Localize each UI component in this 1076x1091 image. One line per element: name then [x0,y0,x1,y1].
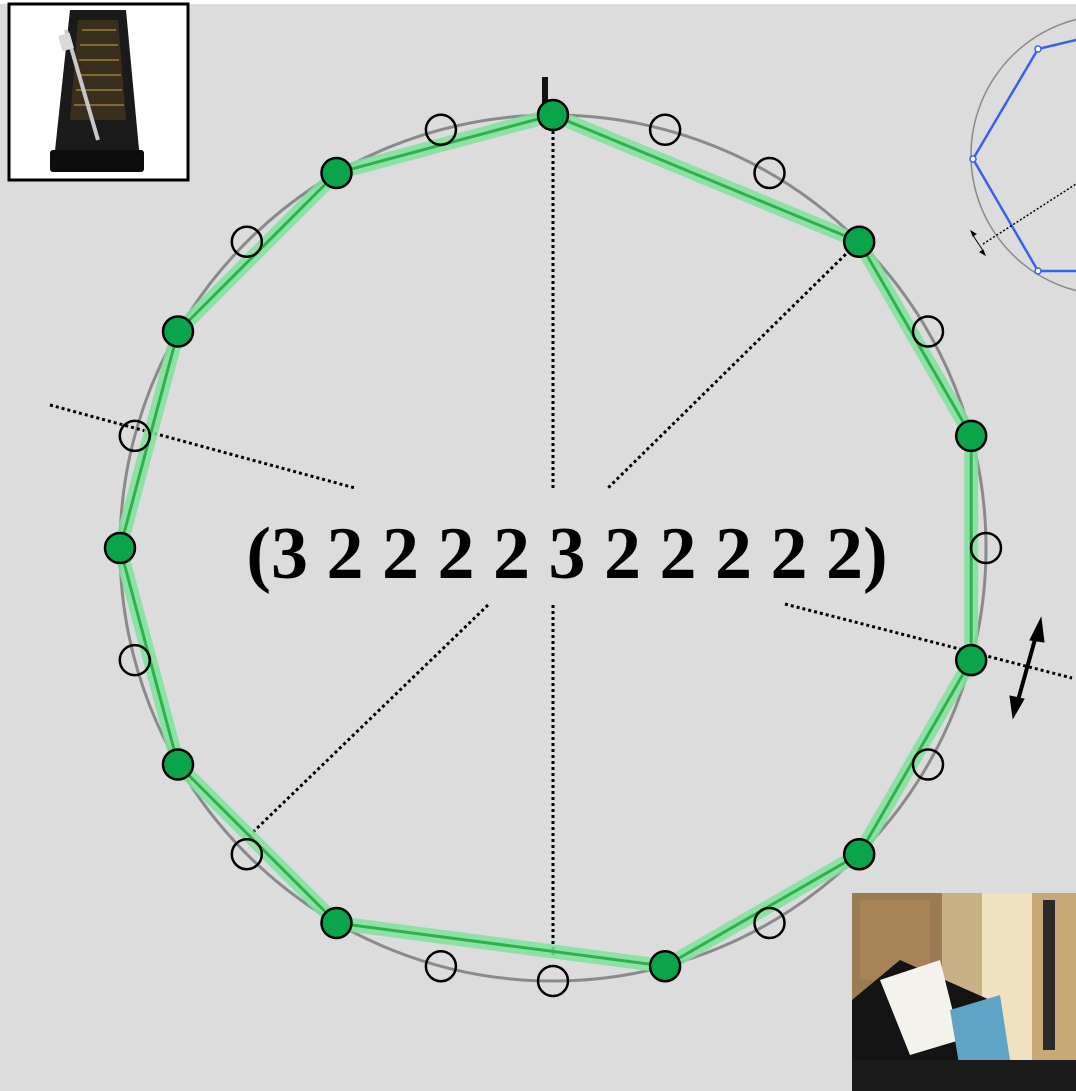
onset-marker [322,158,352,188]
metronome-inset [9,4,188,180]
onset-marker [163,750,193,780]
onset-marker [650,951,680,981]
polygon-inset [944,4,1076,300]
onset-marker [538,100,568,130]
piano-photo [852,893,1076,1091]
onset-marker [322,908,352,938]
onset-marker [844,227,874,257]
onset-marker [105,533,135,563]
onset-marker [956,421,986,451]
onset-marker [956,645,986,675]
rhythm-pattern-text: (3 2 2 2 2 3 2 2 2 2 2) [246,513,887,595]
onset-marker [844,839,874,869]
onset-marker [163,317,193,347]
